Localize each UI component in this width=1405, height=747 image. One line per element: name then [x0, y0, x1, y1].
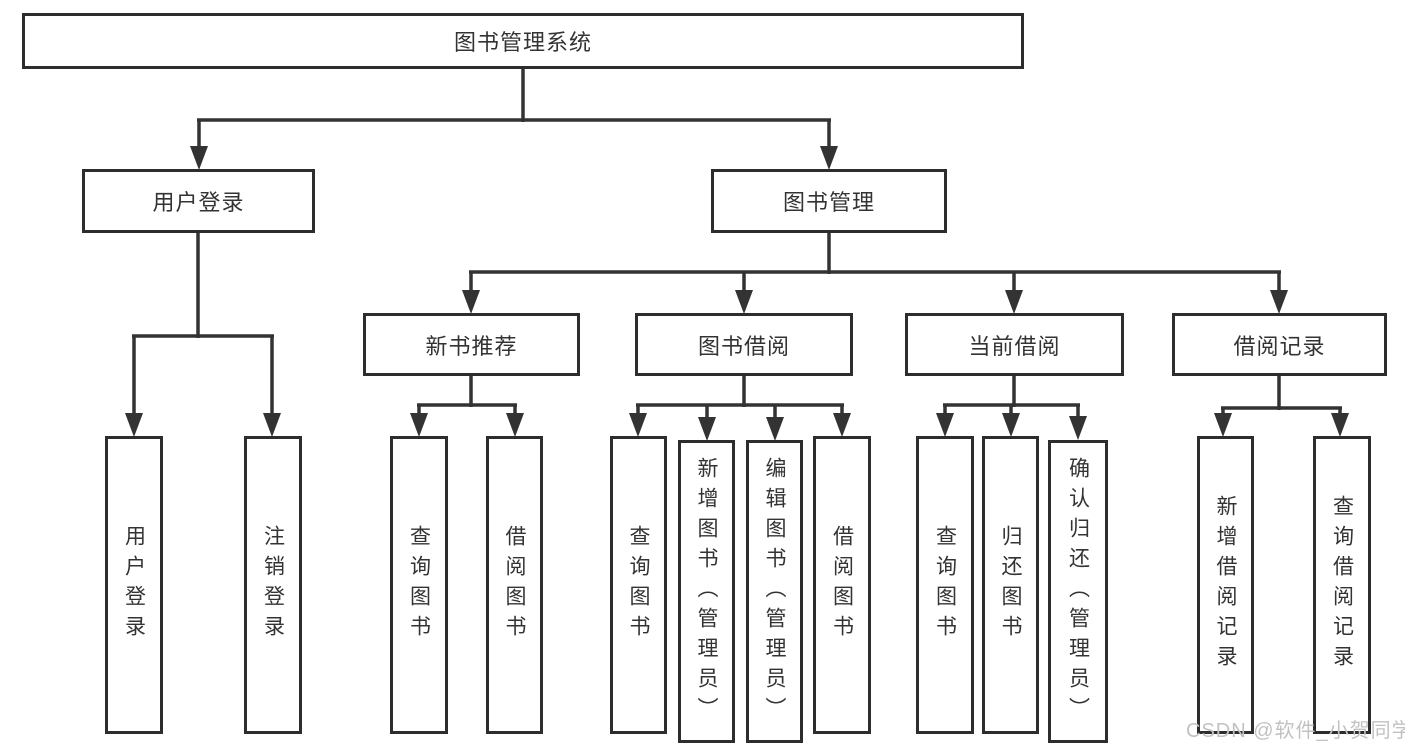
node-query-books-current: 查询图书: [916, 436, 974, 734]
node-current-borrowing: 当前借阅: [905, 313, 1124, 376]
node-query-books-borrowing: 查询图书: [610, 436, 667, 734]
node-add-borrow-record-label: 新增借阅记录: [1214, 495, 1237, 675]
node-borrow-books-recommend: 借阅图书: [486, 436, 543, 734]
node-query-books-current-label: 查询图书: [933, 525, 957, 645]
node-new-book-recommend: 新书推荐: [363, 313, 580, 376]
node-confirm-return-admin: 确认归还（管理员）: [1048, 440, 1108, 743]
node-borrow-books-leaf: 借阅图书: [813, 436, 871, 734]
node-query-borrow-record-label: 查询借阅记录: [1330, 495, 1354, 675]
node-add-books-admin-label: 新增图书（管理员）: [695, 456, 718, 727]
node-add-borrow-record: 新增借阅记录: [1197, 436, 1254, 734]
node-book-borrowing: 图书借阅: [635, 313, 853, 376]
node-add-books-admin: 新增图书（管理员）: [678, 440, 735, 743]
node-logout-leaf: 注销登录: [244, 436, 302, 734]
node-current-borrowing-label: 当前借阅: [968, 333, 1061, 359]
node-new-book-recommend-label: 新书推荐: [425, 333, 518, 359]
csdn-watermark: CSDN @软件_小贺同学: [1186, 720, 1405, 742]
node-user-login-leaf-label: 用户登录: [122, 525, 146, 645]
node-borrow-books-recommend-label: 借阅图书: [503, 525, 526, 645]
node-book-management: 图书管理: [711, 169, 947, 233]
node-query-books-borrowing-label: 查询图书: [627, 525, 650, 645]
node-borrowing-records: 借阅记录: [1172, 313, 1387, 376]
node-borrowing-records-label: 借阅记录: [1233, 333, 1326, 359]
node-book-management-label: 图书管理: [782, 190, 875, 215]
node-library-system: 图书管理系统: [22, 13, 1024, 69]
node-library-system-label: 图书管理系统: [453, 30, 592, 55]
node-book-borrowing-label: 图书借阅: [697, 333, 790, 359]
node-query-books-recommend-label: 查询图书: [407, 525, 431, 645]
node-user-login-leaf: 用户登录: [105, 436, 163, 734]
node-return-books-label: 归还图书: [999, 525, 1022, 645]
node-user-login-label: 用户登录: [152, 190, 245, 215]
node-edit-books-admin-label: 编辑图书（管理员）: [763, 456, 786, 727]
node-query-books-recommend: 查询图书: [390, 436, 448, 734]
node-logout-leaf-label: 注销登录: [261, 525, 285, 645]
node-query-borrow-record: 查询借阅记录: [1313, 436, 1371, 734]
node-user-login: 用户登录: [82, 169, 315, 233]
node-return-books: 归还图书: [982, 436, 1039, 734]
node-borrow-books-leaf-label: 借阅图书: [830, 525, 854, 645]
node-confirm-return-admin-label: 确认归还（管理员）: [1066, 456, 1090, 727]
node-edit-books-admin: 编辑图书（管理员）: [746, 440, 803, 743]
